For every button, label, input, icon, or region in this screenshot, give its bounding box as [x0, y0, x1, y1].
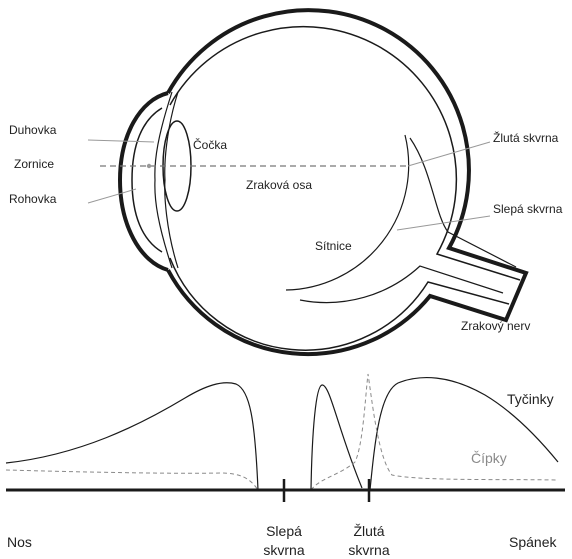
label-blind-spot-graph-line1: Slepá: [266, 523, 302, 539]
rods-curve: [6, 378, 558, 490]
cornea-outer: [120, 93, 168, 270]
label-macula-graph-line1: Žlutá: [353, 523, 384, 539]
label-temple: Spánek: [509, 534, 557, 550]
retina-inner-line: [300, 266, 503, 303]
label-optic-nerve: Zrakový nerv: [461, 319, 530, 333]
label-macula: Žlutá skvrna: [493, 130, 559, 145]
label-iris: Duhovka: [9, 123, 57, 137]
leader-iris: [88, 140, 154, 142]
lens-shape: [163, 121, 191, 211]
label-retina: Sítnice: [315, 239, 352, 253]
leader-cornea: [88, 189, 136, 203]
label-visual-axis: Zraková osa: [246, 178, 312, 192]
retina-line: [286, 135, 409, 290]
label-cornea: Rohovka: [9, 192, 57, 206]
label-cones: Čípky: [471, 450, 507, 466]
label-macula-graph-line2: skvrna: [348, 542, 389, 558]
cornea-inner: [132, 108, 162, 252]
sclera-outer-wall: [168, 10, 526, 354]
label-blind-spot-graph-line2: skvrna: [263, 542, 304, 558]
ciliary-shape: [165, 92, 178, 268]
leader-blind-spot: [397, 216, 490, 230]
leader-macula: [408, 142, 490, 166]
label-pupil: Zornice: [14, 157, 54, 171]
label-rods: Tyčinky: [507, 391, 554, 407]
label-blind-spot: Slepá skvrna: [493, 202, 563, 216]
density-graph: Tyčinky Čípky Nos Spánek Slepá skvrna Žl…: [6, 374, 565, 558]
cones-curve: [6, 374, 558, 490]
label-nose: Nos: [7, 534, 32, 550]
label-lens: Čočka: [193, 137, 227, 152]
pupil-dot: [147, 164, 151, 168]
eye-diagram: [120, 10, 526, 354]
